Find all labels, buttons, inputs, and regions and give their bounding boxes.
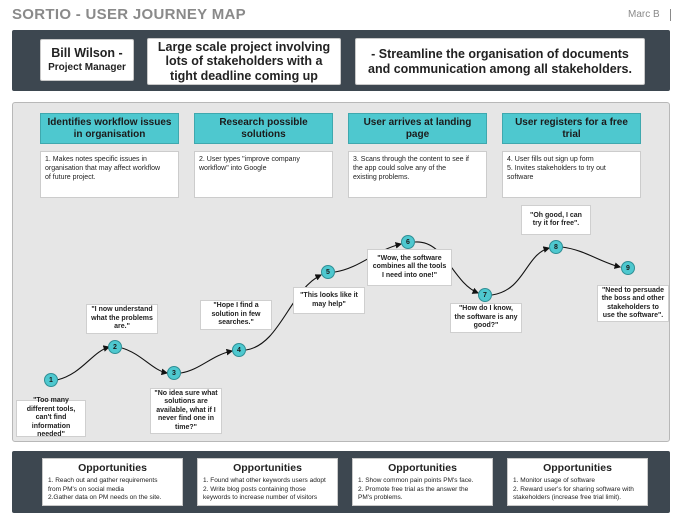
journey-node-1: 1 — [44, 373, 58, 387]
opportunity-line: 2. Promote free trial as the answer the — [358, 485, 469, 493]
opportunity-title: Opportunities — [543, 462, 612, 474]
opportunity-card-3: Opportunities 1. Show common pain points… — [352, 458, 493, 506]
journey-node-2: 2 — [108, 340, 122, 354]
opportunity-title: Opportunities — [233, 462, 302, 474]
opportunity-line: 1. Found what other keywords users adopt — [203, 477, 326, 484]
stage-header-1: Identifies workflow issues in organisati… — [40, 113, 179, 144]
quote-8: "Oh good, I can try it for free". — [521, 205, 591, 235]
quote-6: "Wow, the software combines all the tool… — [367, 249, 452, 286]
opportunity-line: from PM's on social media — [48, 485, 125, 493]
stage-description-4: 4. User fills out sign up form 5. Invite… — [502, 151, 641, 198]
quote-4: "Hope I find a solution in few searches.… — [200, 300, 272, 330]
author-name: Marc B — [628, 9, 660, 20]
stage-description-3: 3. Scans through the content to see if t… — [348, 151, 487, 198]
stage-3-line: 3. Scans through the content to see if — [353, 156, 469, 163]
goal-card: - Streamline the organisation of documen… — [355, 38, 645, 85]
quote-3: "No idea sure what solutions are availab… — [150, 388, 222, 434]
opportunity-card-1: Opportunities 1. Reach out and gather re… — [42, 458, 183, 506]
opportunity-line: keywords to increase number of visitors — [203, 494, 318, 501]
opportunity-line: 2. Reward user's for sharing software wi… — [513, 485, 634, 493]
journey-node-3: 3 — [167, 366, 181, 380]
stage-2-line: 2. User types "improve company — [199, 156, 300, 163]
opportunity-line: PM's problems. — [358, 494, 403, 501]
journey-node-8: 8 — [549, 240, 563, 254]
quote-7: "How do I know, the software is any good… — [450, 303, 522, 333]
opportunity-title: Opportunities — [388, 462, 457, 474]
stage-4-line: 4. User fills out sign up form — [507, 156, 594, 163]
opportunity-line: 1. Show common pain points PM's face. — [358, 477, 474, 484]
journey-node-4: 4 — [232, 343, 246, 357]
quote-1: "Too many different tools, can't find in… — [16, 397, 86, 438]
journey-node-5: 5 — [321, 265, 335, 279]
stage-1-line: of future project. — [45, 174, 96, 181]
opportunity-line: stakeholders (increase free trial limit)… — [513, 494, 622, 501]
opportunity-line: 2. Write blog posts containing those — [203, 485, 306, 493]
stage-description-2: 2. User types "improve company workflow"… — [194, 151, 333, 198]
stage-header-4: User registers for a free trial — [502, 113, 641, 144]
stage-3-line: existing problems. — [353, 174, 410, 181]
stage-1-line: organisation that may affect workflow — [45, 165, 161, 172]
page-title: SORTIO - USER JOURNEY MAP — [12, 6, 246, 23]
quote-5: "This looks like it may help" — [293, 287, 365, 314]
opportunity-line: 1. Monitor usage of software — [513, 477, 596, 484]
stage-header-2: Research possible solutions — [194, 113, 333, 144]
journey-node-6: 6 — [401, 235, 415, 249]
scenario-card: Large scale project involving lots of st… — [147, 38, 341, 85]
quote-2: "I now understand what the problems are.… — [86, 304, 158, 334]
stage-4-line: software — [507, 174, 534, 181]
opportunity-title: Opportunities — [78, 462, 147, 474]
stage-4-line: 5. Invites stakeholders to try out — [507, 165, 606, 172]
opportunity-line: 1. Reach out and gather requirements — [48, 477, 158, 484]
persona-role: Project Manager — [48, 62, 126, 73]
opportunity-card-4: Opportunities 1. Monitor usage of softwa… — [507, 458, 648, 506]
opportunity-card-2: Opportunities 1. Found what other keywor… — [197, 458, 338, 506]
stage-1-line: 1. Makes notes specific issues in — [45, 156, 147, 163]
stage-header-3: User arrives at landing page — [348, 113, 487, 144]
stage-description-1: 1. Makes notes specific issues in organi… — [40, 151, 179, 198]
journey-node-7: 7 — [478, 288, 492, 302]
stage-2-line: workflow" into Google — [199, 165, 267, 172]
quote-9: "Need to persuade the boss and other sta… — [597, 285, 669, 322]
opportunity-line: 2.Gather data on PM needs on the site. — [48, 494, 162, 501]
persona-name: Bill Wilson - — [51, 46, 123, 60]
header-divider — [670, 9, 671, 21]
stage-3-line: the app could solve any of the — [353, 165, 447, 172]
journey-node-9: 9 — [621, 261, 635, 275]
persona-card: Bill Wilson - Project Manager — [40, 39, 134, 81]
